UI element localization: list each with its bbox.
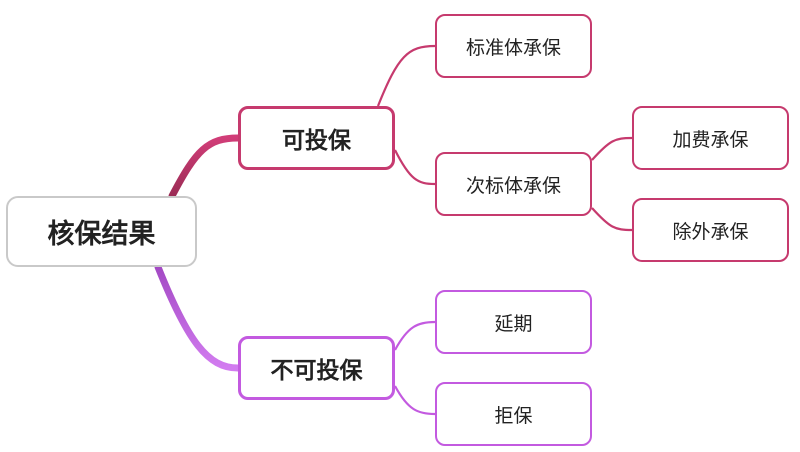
connector-accept-to-substandard	[394, 149, 436, 186]
connector-substandard-to-exclusion	[591, 207, 633, 232]
connector-root-to-reject	[154, 263, 242, 372]
branch-insurable[interactable]: 可投保	[238, 106, 395, 170]
node-substandard-acceptance[interactable]: 次标体承保	[435, 152, 592, 216]
connector-reject-to-decline	[394, 385, 436, 416]
node-postponement[interactable]: 延期	[435, 290, 592, 354]
node-exclusion-acceptance[interactable]: 除外承保	[632, 198, 789, 262]
connector-reject-to-postpone	[394, 320, 436, 351]
connector-root-to-accept	[168, 134, 242, 200]
branch-not-insurable[interactable]: 不可投保	[238, 336, 395, 400]
connector-accept-to-standard	[376, 44, 436, 107]
connector-substandard-to-loading	[591, 136, 633, 161]
node-declined[interactable]: 拒保	[435, 382, 592, 446]
node-standard-acceptance[interactable]: 标准体承保	[435, 14, 592, 78]
node-premium-loading[interactable]: 加费承保	[632, 106, 789, 170]
root-node[interactable]: 核保结果	[6, 196, 197, 267]
